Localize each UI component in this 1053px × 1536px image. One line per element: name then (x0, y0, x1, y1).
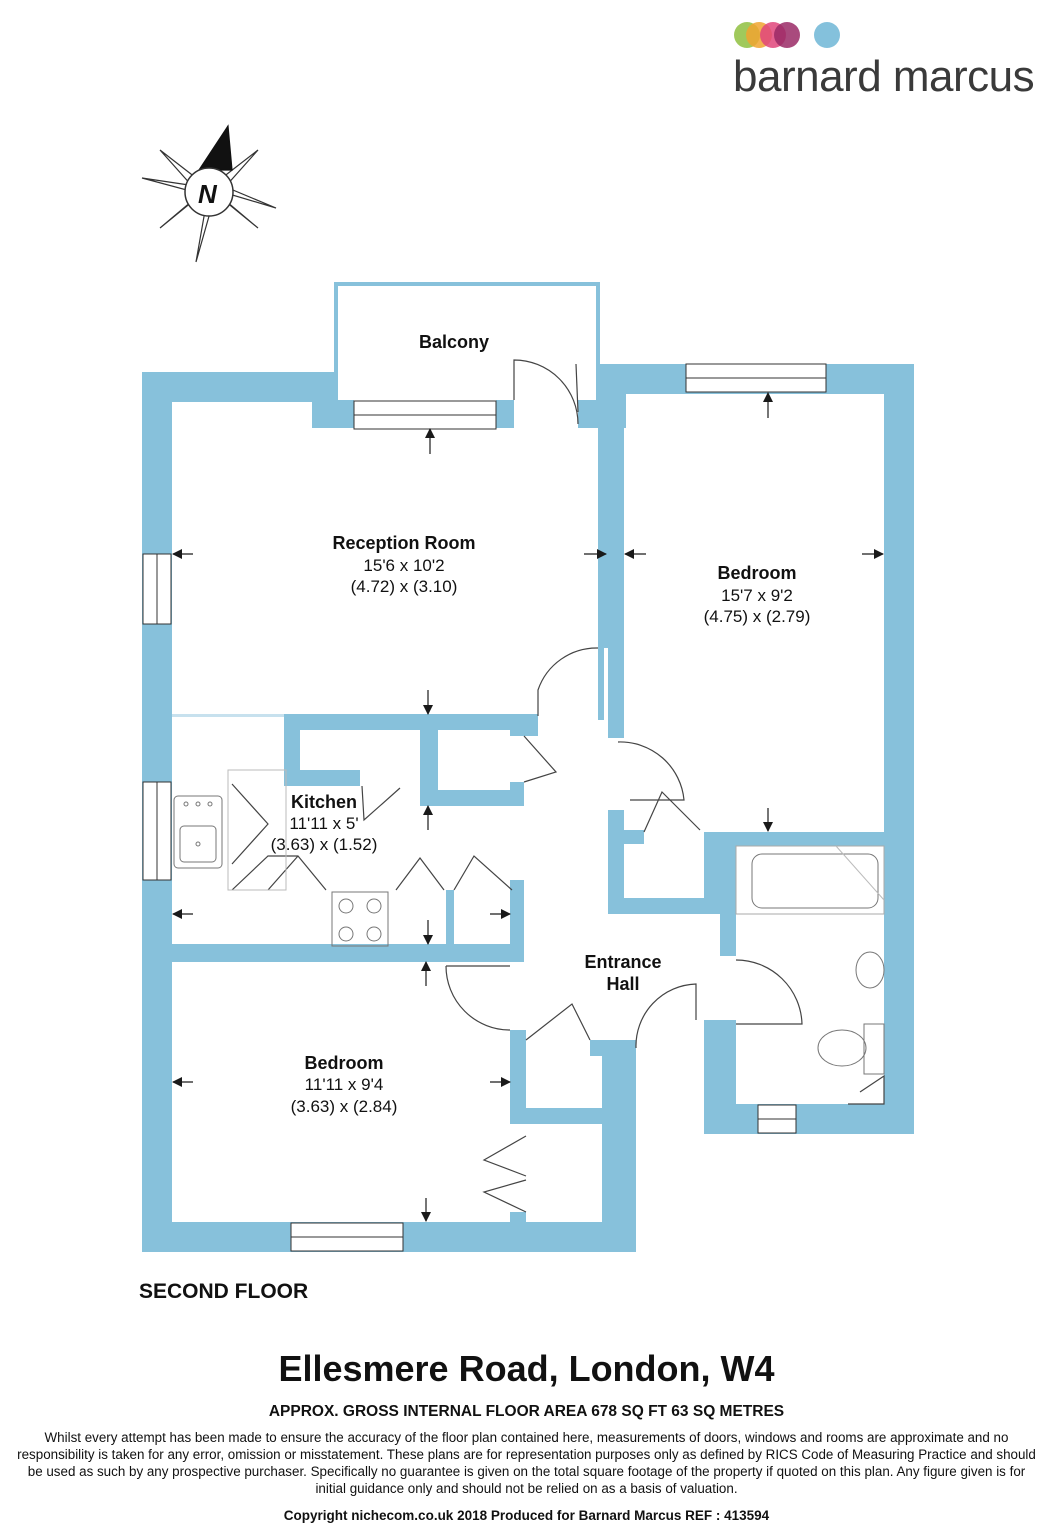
credits-line: Copyright nichecom.co.uk 2018 Produced f… (283, 1508, 770, 1523)
bedroom1-metric: (4.75) x (2.79) (704, 607, 811, 626)
compass-icon: N (141, 124, 277, 263)
balcony-name: Balcony (419, 332, 489, 352)
disclaimer-text: Whilst every attempt has been made to en… (17, 1430, 1036, 1496)
room-label-entrance-hall: Entrance Hall (584, 952, 661, 994)
brand-dot (814, 22, 840, 48)
compass-north-label: N (198, 179, 218, 209)
fixtures (173, 769, 885, 1075)
bedroom2-imperial: 11'11 x 9'4 (305, 1075, 384, 1094)
doors (231, 359, 885, 1213)
bedroom1-name: Bedroom (717, 563, 796, 583)
brand-name: barnard marcus (733, 52, 1034, 101)
bedroom2-metric: (3.63) x (2.84) (291, 1097, 398, 1116)
room-label-kitchen: Kitchen 11'11 x 5' (3.63) x (1.52) (271, 792, 378, 854)
room-label-reception: Reception Room 15'6 x 10'2 (4.72) x (3.1… (332, 533, 475, 596)
room-label-bedroom-2: Bedroom 11'11 x 9'4 (3.63) x (2.84) (291, 1053, 398, 1116)
entrance-name-line2: Hall (606, 974, 639, 994)
reception-imperial: 15'6 x 10'2 (363, 556, 444, 575)
brand-logo: barnard marcus (733, 22, 1035, 101)
brand-dots (734, 22, 840, 48)
room-label-bedroom-1: Bedroom 15'7 x 9'2 (4.75) x (2.79) (704, 563, 811, 626)
brand-dot (774, 22, 800, 48)
floor-label: SECOND FLOOR (139, 1280, 309, 1303)
dimension-arrows (172, 392, 884, 1222)
reception-name: Reception Room (332, 533, 475, 553)
bedroom2-name: Bedroom (304, 1053, 383, 1073)
entrance-name-line1: Entrance (584, 952, 661, 972)
kitchen-imperial: 11'11 x 5' (289, 814, 358, 833)
kitchen-metric: (3.63) x (1.52) (271, 835, 378, 854)
property-address: Ellesmere Road, London, W4 (278, 1348, 775, 1389)
bedroom1-imperial: 15'7 x 9'2 (721, 586, 793, 605)
floor-area: APPROX. GROSS INTERNAL FLOOR AREA 678 SQ… (268, 1403, 785, 1420)
kitchen-name: Kitchen (291, 792, 357, 812)
room-label-balcony: Balcony (419, 332, 489, 352)
reception-metric: (4.72) x (3.10) (351, 577, 458, 596)
walls (142, 282, 914, 1252)
windows (142, 363, 827, 1252)
